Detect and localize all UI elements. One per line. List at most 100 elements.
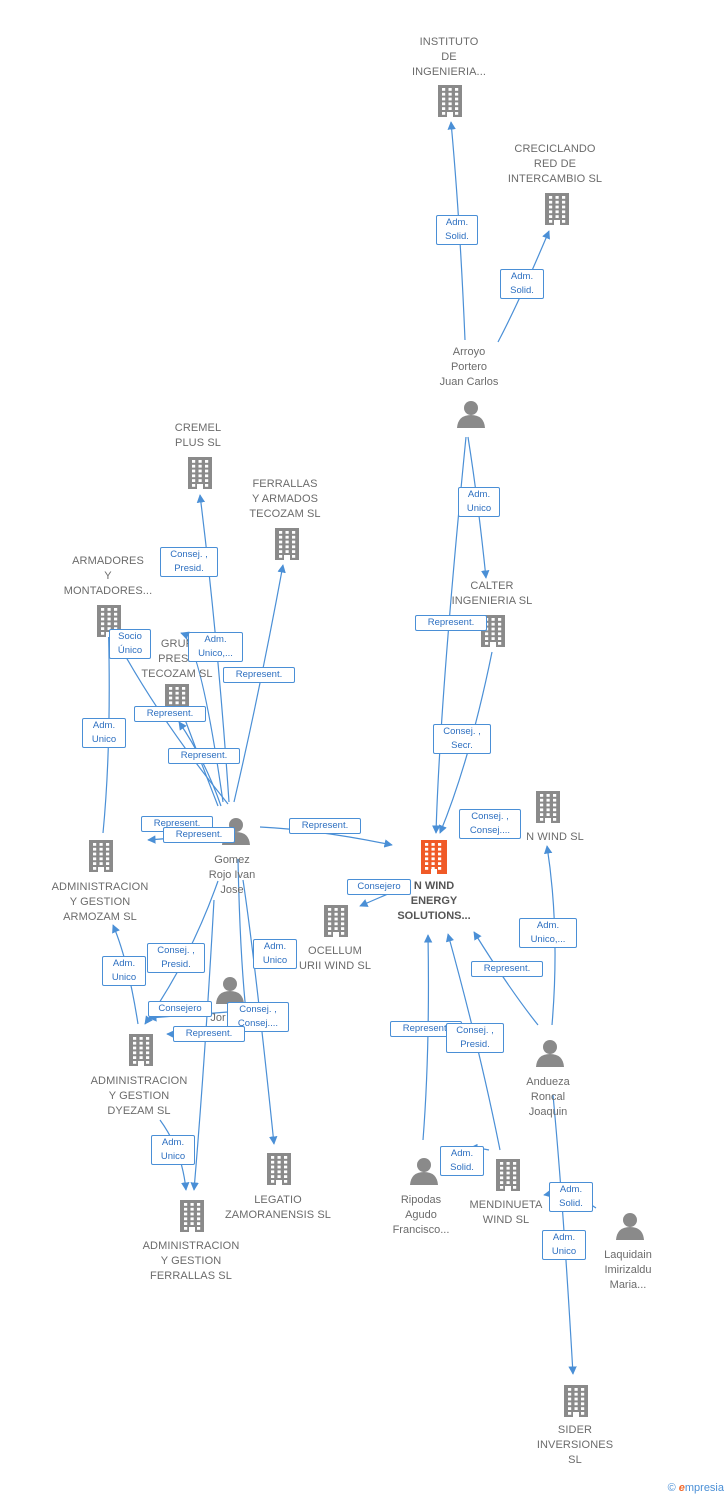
node-label-line: Y GESTION [160,1255,222,1267]
relation-label[interactable]: Adm.Unico [82,718,126,748]
node-label-line: INVERSIONES [536,1439,614,1451]
node-label-line: INGENIERIA... [411,66,487,78]
node-label-line: MONTADORES... [63,585,153,597]
node-label-line: GRUP [160,638,194,650]
relation-label-line: Represent. [235,669,283,680]
relation-label-line: Solid. [450,1162,474,1173]
relation-label-line: Consej. , [170,549,208,560]
relation-label[interactable]: Consej. ,Secr. [433,724,491,754]
building-icon[interactable] [275,528,299,560]
relation-label[interactable]: Consej. ,Consej.... [459,809,521,839]
building-icon[interactable] [129,1034,153,1066]
relation-edge [552,1094,577,1375]
relation-label-line: Adm. [445,217,469,228]
relation-label[interactable]: Adm.Solid. [440,1146,484,1176]
relation-label[interactable]: Adm.Unico [458,487,500,517]
relation-label[interactable]: Adm.Unico [151,1135,195,1165]
focus-building-icon[interactable] [421,840,447,874]
node-label-line: Arroyo [452,346,486,358]
relation-label[interactable]: Consej. ,Presid. [446,1023,504,1053]
company-name[interactable]: N WIND SL [526,830,584,845]
relation-label[interactable]: Represent. [223,667,295,683]
relation-label[interactable]: Consej. ,Presid. [160,547,218,577]
relation-label[interactable]: Adm.Unico,... [188,632,243,662]
building-icon[interactable] [267,1153,291,1185]
building-icon[interactable] [180,1200,204,1232]
relation-label[interactable]: Consej. ,Presid. [147,943,205,973]
building-icon[interactable] [536,791,560,823]
node-label-line: Imirizaldu [604,1264,652,1276]
person-icon[interactable] [410,1158,438,1185]
relation-label[interactable]: Adm.Unico [102,956,146,986]
node-label-line: RED DE [533,158,577,170]
relation-label[interactable]: Represent. [168,748,240,764]
relation-label-line: Solid. [559,1198,583,1209]
node-label-line: ARMADORES [72,555,144,567]
relation-label-line: Unico [262,955,288,966]
relation-label[interactable]: Adm.Solid. [500,269,544,299]
building-icon[interactable] [188,457,212,489]
node-label-line: Portero [450,361,488,373]
person-name[interactable]: Jor [210,1011,225,1026]
node-label-line: PRESA [158,653,196,665]
relation-label-line: Consej. , [443,726,481,737]
relation-label[interactable]: Adm.Unico,... [519,918,577,948]
relation-edge [473,931,539,1026]
person-icon[interactable] [616,1213,644,1240]
relation-label-line: Adm. [92,720,116,731]
building-icon[interactable] [496,1159,520,1191]
relation-label[interactable]: Represent. [471,961,543,977]
relation-label[interactable]: Represent. [415,615,487,631]
building-icon[interactable] [324,905,348,937]
relation-label[interactable]: Represent. [289,818,361,834]
person-icon[interactable] [457,401,485,428]
building-icon[interactable] [89,840,113,872]
relation-label[interactable]: Adm.Unico [542,1230,586,1260]
node-label-line: ADMINISTRACION [142,1240,240,1252]
building-icon[interactable] [564,1385,588,1417]
relation-label[interactable]: Adm. Solid. [436,215,478,245]
relation-label[interactable]: Represent. [173,1026,245,1042]
relation-label[interactable]: Adm.Solid. [549,1182,593,1212]
person-icon[interactable] [216,977,244,1004]
node-label-line: FERRALLAS [252,478,318,490]
node-label-line: CALTER [470,580,514,592]
relation-label[interactable]: Consejero [347,879,411,895]
relation-label[interactable]: Represent. [134,706,206,722]
node-label-line: CRECICLANDO [514,143,596,155]
relation-label-line: Solid. [445,231,469,242]
relation-label-line: Adm. [552,1232,576,1243]
building-icon[interactable] [545,193,569,225]
node-label-line: Andueza [526,1076,570,1088]
node-label-line: DYEZAM SL [107,1105,171,1117]
relation-label[interactable]: Adm.Unico [253,939,297,969]
relation-label[interactable]: Represent. [163,827,235,843]
relation-label-line: Adm. [204,634,227,645]
person-icon[interactable] [536,1040,564,1067]
relation-label[interactable]: Consejero [148,1001,212,1017]
relation-label-line: Adm. [112,958,136,969]
building-icon[interactable] [438,85,462,117]
relation-label-line: Consejero [357,881,401,892]
